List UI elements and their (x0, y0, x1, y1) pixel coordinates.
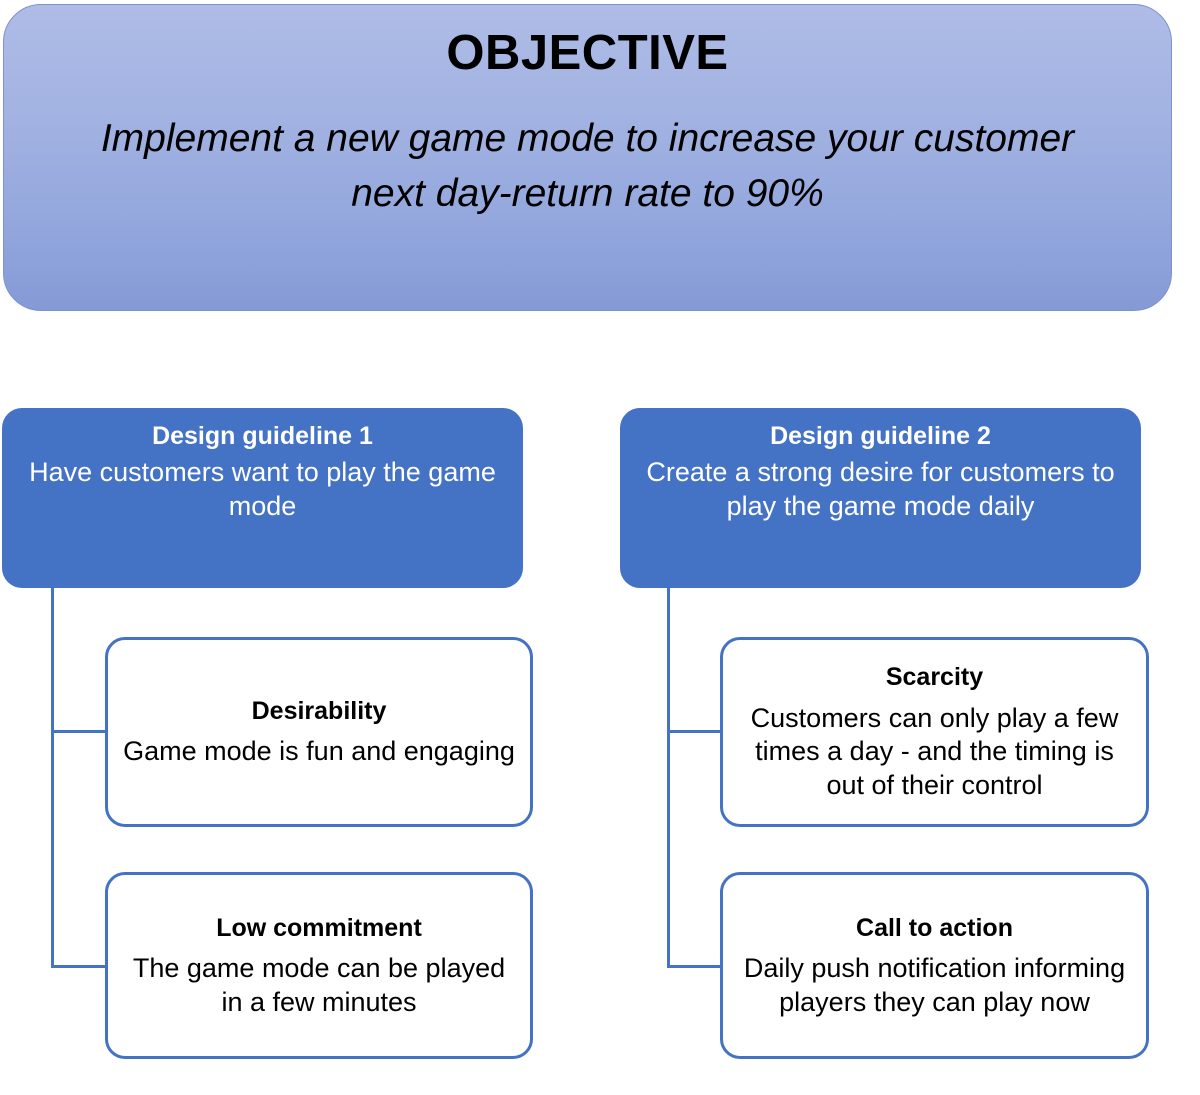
leaf-description-low-commitment: The game mode can be played in a few min… (132, 953, 506, 1017)
design-guideline-1-box[interactable]: Design guideline 1 Have customers want t… (2, 408, 523, 588)
leaf-box-call-to-action[interactable]: Call to action Daily push notification i… (720, 872, 1149, 1059)
connector-branch-1-b (51, 965, 106, 968)
leaf-title-scarcity: Scarcity (885, 663, 984, 692)
design-guideline-1-title: Design guideline 1 (152, 422, 373, 450)
connector-trunk-1 (51, 588, 54, 968)
objective-statement: Implement a new game mode to increase yo… (100, 116, 1075, 216)
leaf-description-call-to-action: Daily push notification informing player… (743, 953, 1126, 1017)
leaf-title-call-to-action: Call to action (856, 913, 1013, 942)
objective-banner: OBJECTIVE Implement a new game mode to i… (3, 4, 1172, 311)
leaf-box-low-commitment[interactable]: Low commitment The game mode can be play… (105, 872, 533, 1059)
leaf-description-desirability: Game mode is fun and engaging (123, 736, 515, 767)
guideline-column-1: Design guideline 1 Have customers want t… (2, 408, 533, 1059)
design-guideline-2-box[interactable]: Design guideline 2 Create a strong desir… (620, 408, 1141, 588)
design-guideline-1-description: Have customers want to play the game mod… (29, 457, 496, 522)
leaf-title-desirability: Desirability (251, 696, 387, 725)
guideline-column-2: Design guideline 2 Create a strong desir… (600, 0, 1200, 1095)
leaf-title-low-commitment: Low commitment (216, 913, 422, 942)
connector-trunk-2 (667, 588, 670, 968)
leaf-box-scarcity[interactable]: Scarcity Customers can only play a few t… (720, 637, 1149, 827)
leaf-box-desirability[interactable]: Desirability Game mode is fun and engagi… (105, 637, 533, 827)
connector-branch-2-a (667, 730, 722, 733)
design-guideline-2-description: Create a strong desire for customers to … (646, 457, 1115, 522)
connector-branch-2-b (667, 965, 722, 968)
design-guideline-2-title: Design guideline 2 (770, 422, 991, 450)
leaf-description-scarcity: Customers can only play a few times a da… (750, 702, 1119, 801)
connector-branch-1-a (51, 730, 106, 733)
objective-title: OBJECTIVE (446, 26, 729, 80)
